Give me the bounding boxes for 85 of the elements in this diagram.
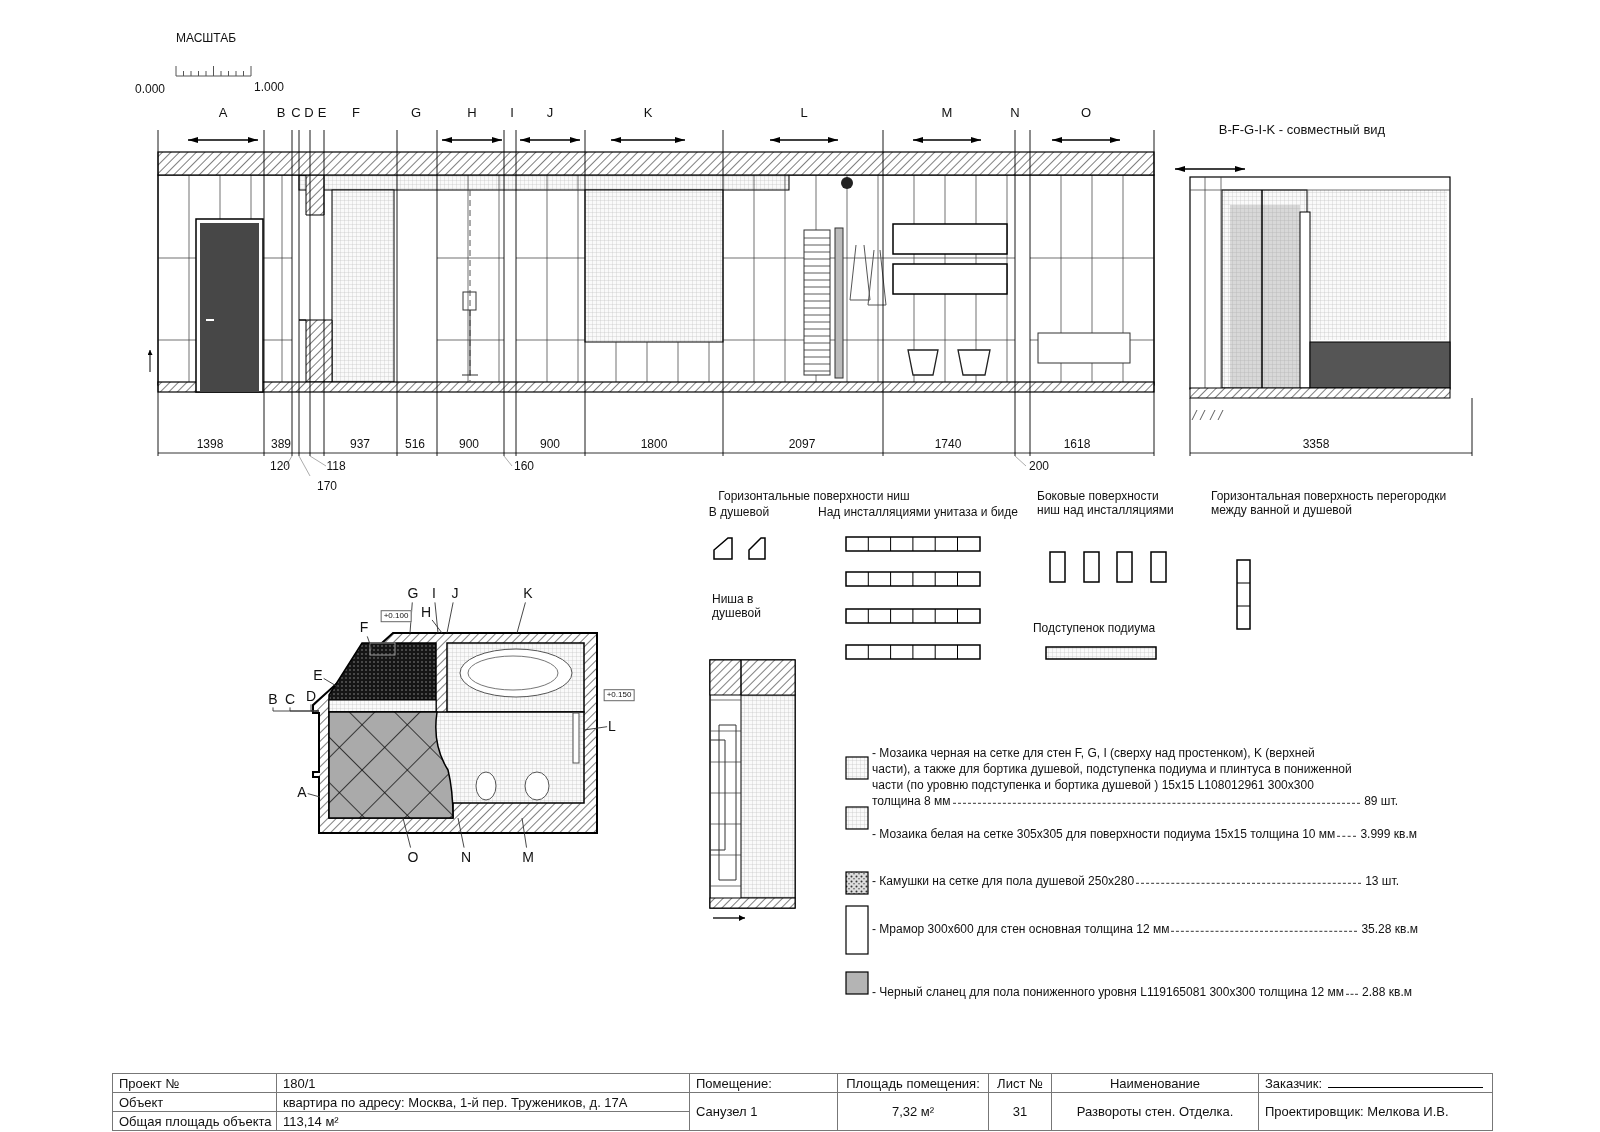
quantity-label: 2.88 кв.м bbox=[1345, 984, 1412, 1000]
leader-line bbox=[521, 817, 527, 849]
leader-line bbox=[431, 619, 443, 634]
table-cell: Проектировщик: Мелкова И.В. bbox=[1258, 1092, 1493, 1131]
dimension-label: 1740 bbox=[934, 436, 962, 452]
dimension-label: 2097 bbox=[788, 436, 816, 452]
quantity-label: 13 шт. bbox=[1136, 873, 1399, 889]
note-text: Ниша в душевой bbox=[712, 592, 762, 621]
dimension-label: 160 bbox=[514, 458, 534, 474]
legend-text: - Камушки на сетке для пола душевой 250x280 bbox=[872, 873, 1136, 889]
section-letter: H bbox=[467, 105, 477, 121]
leader-line bbox=[402, 817, 412, 849]
section-letter: F bbox=[352, 105, 360, 121]
scale-value: 0.000 bbox=[135, 81, 165, 97]
section-letter: N bbox=[1010, 105, 1020, 121]
note-text: Горизонтальная поверхность перегородки между ванной и душевой bbox=[1211, 489, 1448, 518]
table-cell: Проект № bbox=[112, 1073, 277, 1093]
table-cell: Общая площадь объекта bbox=[112, 1111, 277, 1131]
section-letter: C bbox=[284, 690, 296, 708]
section-letter: G bbox=[407, 584, 419, 602]
dimension-label: 937 bbox=[350, 436, 370, 452]
section-letter: A bbox=[297, 783, 307, 801]
level-mark: +0.100 bbox=[380, 610, 412, 622]
note-text: Горизонтальные поверхности ниш bbox=[718, 488, 910, 504]
leader-line bbox=[366, 635, 373, 651]
section-letter: G bbox=[410, 105, 422, 121]
section-letter: I bbox=[432, 584, 436, 602]
section-letter: H bbox=[420, 603, 432, 621]
scale-value: 1.000 bbox=[254, 79, 284, 95]
section-letter: E bbox=[317, 105, 327, 121]
leader-line bbox=[307, 793, 321, 798]
scale-title: МАСШТАБ bbox=[175, 30, 237, 46]
quantity-label: 35.28 кв.м bbox=[1171, 921, 1418, 937]
section-letter: A bbox=[218, 105, 228, 121]
section-letter: M bbox=[522, 848, 534, 866]
dimension-label: 1618 bbox=[1063, 436, 1091, 452]
note-text: Над инсталляциями унитаза и биде bbox=[818, 504, 1018, 520]
section-letter: K bbox=[523, 584, 533, 602]
dimension-label: 389 bbox=[271, 436, 291, 452]
table-cell: Площадь помещения: bbox=[837, 1073, 989, 1093]
leader-line bbox=[446, 601, 454, 634]
section-letter: M bbox=[941, 105, 953, 121]
section-letter: B bbox=[268, 690, 278, 708]
note-text: Боковые поверхности ниш над инсталляциями bbox=[1037, 489, 1175, 518]
section-letter: C bbox=[291, 105, 301, 121]
section-letter: J bbox=[546, 105, 554, 121]
leader-line bbox=[516, 601, 526, 634]
note-text: В душевой bbox=[708, 504, 770, 520]
quantity-label: 3.999 кв.м bbox=[1337, 826, 1417, 842]
dimension-label: 118 bbox=[326, 458, 346, 474]
section-letter: F bbox=[359, 618, 369, 636]
section-letter: D bbox=[304, 105, 314, 121]
dimension-label: 516 bbox=[405, 436, 425, 452]
section-letter: O bbox=[407, 848, 419, 866]
section-letter: L bbox=[800, 105, 808, 121]
leader-line bbox=[310, 703, 320, 712]
leader-line bbox=[434, 601, 439, 634]
legend-text: - Мозаика белая на сетке 305x305 для поверхности подиума 15x15 толщина 10 мм bbox=[872, 826, 1337, 842]
view-title: B-F-G-I-K - совместный вид bbox=[1218, 122, 1386, 138]
section-letter: I bbox=[510, 105, 514, 121]
level-mark: +0.150 bbox=[603, 689, 635, 701]
dimension-label: 900 bbox=[459, 436, 479, 452]
legend-text: - Мрамор 300x600 для стен основная толщина 12 мм bbox=[872, 921, 1171, 937]
dimension-label: 200 bbox=[1029, 458, 1049, 474]
leader-line bbox=[583, 726, 608, 731]
section-letter: N bbox=[460, 848, 472, 866]
dimension-label: 1800 bbox=[640, 436, 668, 452]
section-letter: B bbox=[276, 105, 286, 121]
dimension-label: 3358 bbox=[1302, 436, 1330, 452]
section-letter: O bbox=[1080, 105, 1092, 121]
section-letter: E bbox=[313, 666, 323, 684]
section-letter: J bbox=[451, 584, 459, 602]
leader-line bbox=[457, 817, 465, 849]
leader-line bbox=[323, 677, 339, 688]
dimension-label: 120 bbox=[270, 458, 290, 474]
table-cell: Заказчик: bbox=[1258, 1073, 1493, 1093]
legend-text: - Черный сланец для пола пониженного уровня L119165081 300x300 толщина 12 мм bbox=[872, 984, 1345, 1000]
dimension-label: 900 bbox=[540, 436, 560, 452]
note-text: Подступенок подиума bbox=[1032, 620, 1156, 636]
table-cell: Помещение: bbox=[689, 1073, 838, 1093]
dimension-label: 170 bbox=[317, 478, 337, 494]
section-letter: L bbox=[608, 717, 616, 735]
section-letter: K bbox=[643, 105, 653, 121]
dimension-label: 1398 bbox=[196, 436, 224, 452]
section-letter: D bbox=[305, 687, 317, 705]
